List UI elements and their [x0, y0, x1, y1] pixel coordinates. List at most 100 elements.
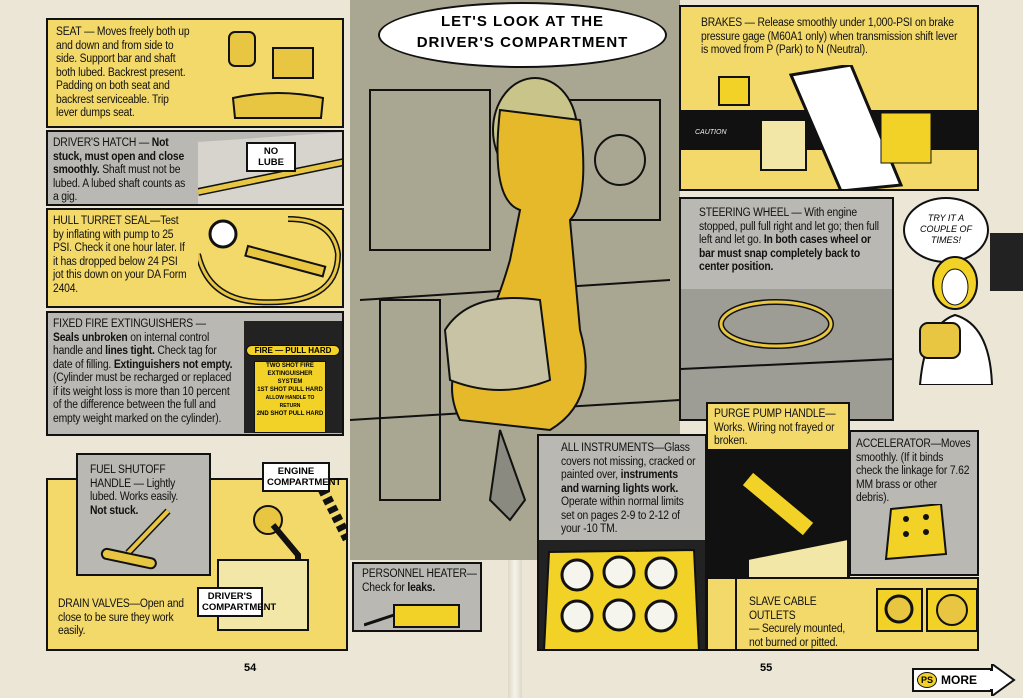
instruments-text-1: Glass covers not missing, cracked or pai…: [561, 442, 696, 481]
slave-text: SLAVE CABLE OUTLETS— Securely mounted, n…: [749, 596, 846, 649]
seat-text: SEAT — Moves freely both up and down and…: [56, 26, 190, 119]
engine-compartment-label: ENGINE COMPARTMENT: [262, 462, 341, 492]
purge-title: PURGE PUMP HANDLE: [714, 408, 826, 420]
instruments-text: ALL INSTRUMENTS—Glass covers not missing…: [561, 442, 696, 535]
page-number-left: 54: [244, 662, 257, 674]
driver-illustration-art: [349, 0, 681, 560]
instruments-text-2: Operate within normal limits set on page…: [561, 496, 684, 535]
panel-seat: SEAT — Moves freely both up and down and…: [46, 18, 344, 128]
no-lube-callout: NO LUBE: [246, 142, 296, 172]
fire-text-2: Check tag for date of filling.: [53, 345, 217, 371]
instruments-bold: instruments and warning lights work.: [561, 469, 679, 495]
fire-tag-pull-1: PULL HARD: [288, 387, 323, 393]
hatch-bold: Not stuck, must open and close smoothly.: [53, 137, 185, 176]
panel-all-instruments: ALL INSTRUMENTS—Glass covers not missing…: [537, 434, 707, 651]
fire-bold-2: lines tight.: [105, 345, 155, 357]
page-tab-marker: [990, 233, 1023, 291]
steering-text: STEERING WHEEL — With engine stopped, pu…: [699, 207, 879, 273]
panel-hull-turret-seal: HULL TURRET SEAL—Test by inflating with …: [46, 208, 344, 308]
slave-body: Securely mounted, not burned or pitted.: [749, 623, 846, 649]
purge-body: Works. Wiring not frayed or broken.: [714, 421, 835, 448]
steering-title: STEERING WHEEL: [699, 207, 789, 219]
hatch-text: DRIVER'S HATCH — Not stuck, must open an…: [53, 137, 186, 203]
purge-text: PURGE PUMP HANDLE—Works. Wiring not fray…: [714, 408, 836, 448]
fire-title: FIXED FIRE EXTINGUISHERS: [53, 318, 194, 330]
accelerator-pedal-illustration: [884, 504, 948, 561]
panel-accelerator: ACCELERATOR—Moves smoothly. (If it binds…: [849, 430, 979, 576]
try-it-speech-bubble: TRY IT A COUPLE OF TIMES!: [903, 197, 989, 263]
pump-gauge-illustration: [198, 216, 342, 306]
seat-body: Moves freely both up and down and from s…: [56, 26, 190, 119]
heater-body: Check for: [362, 581, 405, 594]
accelerator-text: ACCELERATOR—Moves smoothly. (If it binds…: [856, 438, 971, 504]
accelerator-body: Moves smoothly. (If it binds check the l…: [856, 438, 971, 504]
fire-text: FIXED FIRE EXTINGUISHERS — Seals unbroke…: [53, 318, 233, 425]
steering-illustration: [681, 289, 892, 419]
fire-tag-allow: ALLOW HANDLE TO RETURN: [265, 395, 315, 409]
fire-tag-shot2: 2ND SHOT: [256, 411, 288, 417]
panel-drivers-hatch: DRIVER'S HATCH — Not stuck, must open an…: [46, 130, 344, 206]
panel-slave-cable-outlets: SLAVE CABLE OUTLETS— Securely mounted, n…: [735, 577, 979, 651]
title-speech-bubble: LET'S LOOK AT THE DRIVER'S COMPARTMENT: [378, 2, 667, 68]
seat-illustration: [228, 31, 325, 119]
ps-logo: PS: [917, 672, 938, 688]
fuel-body: Lightly lubed. Works easily.: [90, 477, 179, 504]
instrument-panel-illustration: [539, 540, 705, 649]
fire-tag-card: TWO SHOT FIRE EXTINGUISHER SYSTEM 1ST SH…: [254, 361, 326, 433]
more-button[interactable]: PS MORE: [912, 668, 992, 692]
fire-tag-shot1-row: 1ST SHOT PULL HARD: [255, 386, 325, 394]
accelerator-title: ACCELERATOR: [856, 438, 931, 450]
panel-steering-wheel: STEERING WHEEL — With engine stopped, pu…: [679, 197, 894, 421]
fire-tag-top: FIRE — PULL HARD: [246, 345, 340, 356]
hatch-body: Shaft must not be lubed. A lubed shaft c…: [53, 164, 186, 203]
slave-outlet-illustration: [876, 588, 977, 632]
drain-text: DRAIN VALVES—Open and close to be sure t…: [58, 598, 184, 637]
heater-title: PERSONNEL HEATER: [362, 568, 467, 580]
connie-character-illustration: [918, 256, 994, 385]
instruments-title: ALL INSTRUMENTS: [561, 442, 654, 454]
drain-valve-illustration: [217, 480, 346, 631]
fire-tag-system: TWO SHOT FIRE EXTINGUISHER SYSTEM: [266, 363, 314, 385]
fire-tag: FIRE — PULL HARD TWO SHOT FIRE EXTINGUIS…: [244, 321, 342, 433]
fire-text-1: on internal control handle and: [53, 331, 210, 358]
panel-personnel-heater: PERSONNEL HEATER—Check for leaks.: [352, 562, 482, 632]
more-label: MORE: [941, 673, 978, 687]
brake-illustration: [681, 65, 977, 189]
fire-bold-3: Extinguishers not empty.: [113, 358, 233, 371]
panel-fuel-shutoff: FUEL SHUTOFF HANDLE — Lightly lubed. Wor…: [76, 453, 211, 576]
slave-title: SLAVE CABLE OUTLETS: [749, 596, 817, 622]
fire-tag-pull-2: PULL HARD: [288, 411, 324, 417]
brakes-text: BRAKES — Release smoothly under 1,000-PS…: [701, 17, 958, 56]
steering-bold: In both cases wheel or bar must snap com…: [699, 234, 871, 273]
fuel-title: FUEL SHUTOFF HANDLE: [90, 464, 166, 490]
steering-body: With engine stopped, pull full right and…: [699, 207, 879, 246]
heater-bold: leaks.: [407, 581, 436, 594]
panel-brakes: BRAKES — Release smoothly under 1,000-PS…: [679, 5, 979, 191]
fire-tag-shot1: 1ST SHOT: [257, 387, 287, 393]
fuel-handle-illustration: [100, 508, 171, 570]
hatch-title: DRIVER'S HATCH: [53, 137, 137, 149]
fire-tag-shot2-row: 2ND SHOT PULL HARD: [255, 410, 325, 418]
fire-text-3: (Cylinder must be recharged or replaced …: [53, 372, 232, 425]
panel-fire-extinguishers: FIXED FIRE EXTINGUISHERS — Seals unbroke…: [46, 311, 344, 436]
brakes-body: Release smoothly under 1,000-PSI on brak…: [701, 17, 958, 56]
caution-sign: CAUTION: [695, 129, 727, 136]
fuel-bold: Not stuck.: [90, 504, 139, 517]
brakes-title: BRAKES: [701, 17, 742, 29]
drain-title: DRAIN VALVES: [58, 598, 130, 610]
try-it-text: TRY IT A COUPLE OF TIMES!: [919, 213, 972, 245]
fire-bold-1: Seals unbroken: [53, 331, 128, 344]
drivers-compartment-label: DRIVER'S COMPARTMENT: [197, 587, 276, 617]
hull-seal-body: Test by inflating with pump to 25 PSI. C…: [53, 215, 187, 295]
page-number-right: 55: [760, 662, 773, 674]
heater-text: PERSONNEL HEATER—Check for leaks.: [362, 568, 477, 594]
seat-title: SEAT: [56, 26, 82, 38]
drain-body: Open and close to be sure they work easi…: [58, 598, 184, 637]
heater-illustration: [364, 604, 460, 628]
title-line-2: DRIVER'S COMPARTMENT: [416, 34, 629, 51]
more-arrow-icon: [990, 664, 1016, 696]
title-line-1: LET'S LOOK AT THE: [440, 13, 605, 30]
hull-seal-text: HULL TURRET SEAL—Test by inflating with …: [53, 215, 187, 295]
fuel-text: FUEL SHUTOFF HANDLE — Lightly lubed. Wor…: [90, 464, 179, 517]
hull-seal-title: HULL TURRET SEAL: [53, 215, 151, 227]
